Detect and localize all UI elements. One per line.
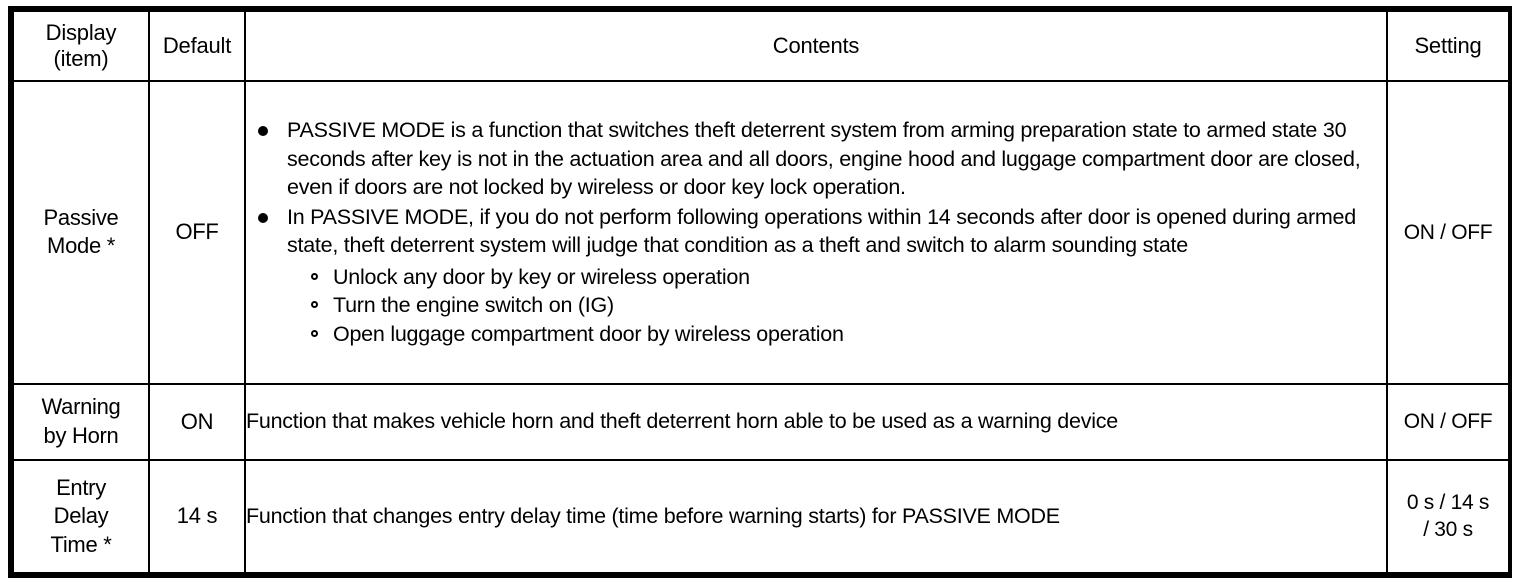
cell-default-warning-by-horn: ON xyxy=(148,382,246,461)
setting-line1: 0 s / 14 s xyxy=(1406,491,1490,515)
table-row: Passive Mode * OFF PASSIVE MODE is a fun… xyxy=(12,80,1510,385)
bullet-text: PASSIVE MODE is a function that switches… xyxy=(287,117,1361,200)
display-label-line3: Time * xyxy=(50,531,112,557)
table-header-row: Display (item) Default Contents Setting xyxy=(12,10,1510,82)
column-header-display-line1: Display xyxy=(45,20,117,46)
column-header-display-line2: (item) xyxy=(53,46,109,71)
list-item: In PASSIVE MODE, if you do not perform f… xyxy=(246,203,1386,349)
filled-bullet-icon xyxy=(258,212,268,223)
hollow-bullet-icon xyxy=(311,272,318,280)
cell-display-entry-delay-time: Entry Delay Time * xyxy=(12,458,150,575)
column-header-setting: Setting xyxy=(1386,10,1510,82)
list-item: PASSIVE MODE is a function that switches… xyxy=(246,116,1386,202)
table-header: Display (item) Default Contents Setting xyxy=(12,10,1510,82)
cell-default-entry-delay-time: 14 s xyxy=(148,458,246,575)
cell-default-passive-mode: OFF xyxy=(148,80,246,385)
hollow-bullet-icon xyxy=(311,301,318,309)
filled-bullet-icon xyxy=(258,125,268,136)
cell-display-passive-mode: Passive Mode * xyxy=(12,80,150,385)
cell-setting-passive-mode: ON / OFF xyxy=(1386,80,1510,385)
cell-display-warning-by-horn: Warning by Horn xyxy=(12,382,150,461)
column-header-contents: Contents xyxy=(244,10,1388,82)
column-header-default: Default xyxy=(148,10,246,82)
display-label-line2: Mode * xyxy=(47,233,115,259)
cell-contents-entry-delay-time: Function that changes entry delay time (… xyxy=(244,458,1388,575)
column-header-display: Display (item) xyxy=(12,10,150,82)
cell-contents-warning-by-horn: Function that makes vehicle horn and the… xyxy=(244,382,1388,461)
display-label-line2: by Horn xyxy=(43,422,119,448)
list-item: Unlock any door by key or wireless opera… xyxy=(287,263,1386,292)
cell-setting-warning-by-horn: ON / OFF xyxy=(1386,382,1510,461)
hollow-bullet-icon xyxy=(311,330,318,338)
cell-setting-entry-delay-time: 0 s / 14 s / 30 s xyxy=(1386,458,1510,575)
sub-bullet-text: Unlock any door by key or wireless opera… xyxy=(333,264,750,289)
display-label-line1: Entry xyxy=(56,474,106,500)
table-row: Entry Delay Time * 14 s Function that ch… xyxy=(12,458,1510,575)
settings-specification-table: Display (item) Default Contents Setting … xyxy=(12,10,1510,575)
list-item: Turn the engine switch on (IG) xyxy=(287,291,1386,320)
setting-line2: / 30 s xyxy=(1423,518,1473,542)
table-body: Passive Mode * OFF PASSIVE MODE is a fun… xyxy=(12,80,1510,575)
display-label-line2: Delay xyxy=(53,503,109,529)
bullet-text: In PASSIVE MODE, if you do not perform f… xyxy=(287,204,1356,258)
list-item: Open luggage compartment door by wireles… xyxy=(287,320,1386,349)
bullet-list: PASSIVE MODE is a function that switches… xyxy=(246,116,1386,349)
cell-contents-passive-mode: PASSIVE MODE is a function that switches… xyxy=(244,80,1388,385)
spec-table-container: Display (item) Default Contents Setting … xyxy=(8,6,1512,578)
sub-bullet-text: Open luggage compartment door by wireles… xyxy=(333,322,844,347)
table-row: Warning by Horn ON Function that makes v… xyxy=(12,382,1510,461)
display-label-line1: Passive xyxy=(43,204,119,230)
sub-bullet-text: Turn the engine switch on (IG) xyxy=(333,293,614,318)
sub-bullet-list: Unlock any door by key or wireless opera… xyxy=(287,263,1386,349)
display-label-line1: Warning xyxy=(41,394,121,420)
